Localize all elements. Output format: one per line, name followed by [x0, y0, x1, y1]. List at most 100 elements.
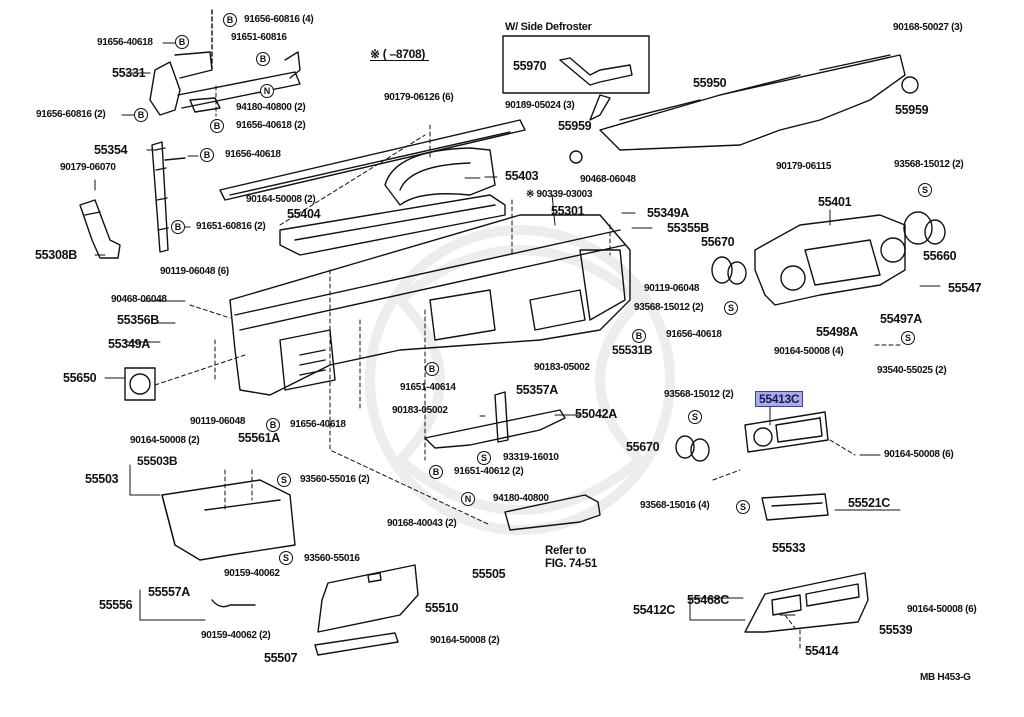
part-label-90168-50027-3[interactable]: 90168-50027 (3) — [893, 22, 963, 33]
part-label-55503B[interactable]: 55503B — [137, 454, 178, 468]
part-label-90468-06048[interactable]: 90468-06048 — [580, 174, 636, 185]
part-55301-dashboard — [229, 214, 631, 396]
part-label-55505[interactable]: 55505 — [472, 567, 506, 581]
symbol-b: B — [134, 108, 148, 122]
part-label-90339-03003[interactable]: ※ 90339-03003 — [526, 189, 593, 200]
armrest-part — [504, 494, 601, 531]
part-label-90164-50008-2[interactable]: 90164-50008 (2) — [246, 194, 316, 205]
part-label-55650[interactable]: 55650 — [63, 371, 97, 385]
part-label-91656-60816-4[interactable]: 91656-60816 (4) — [244, 14, 314, 25]
part-label-55349A-b[interactable]: 55349A — [108, 337, 150, 351]
part-label-93540-55025-2[interactable]: 93540-55025 (2) — [877, 365, 947, 376]
part-label-55959[interactable]: 55959 — [558, 119, 592, 133]
part-label-91651-40612-2[interactable]: 91651-40612 (2) — [454, 466, 524, 477]
symbol-s: S — [279, 551, 293, 565]
part-label-93560-55016[interactable]: 93560-55016 — [304, 553, 360, 564]
part-label-55412C[interactable]: 55412C — [633, 603, 675, 617]
part-55308B-bracket — [79, 199, 121, 259]
part-label-55354[interactable]: 55354 — [94, 143, 128, 157]
part-label-55301[interactable]: 55301 — [551, 204, 585, 218]
part-label-55521C[interactable]: 55521C — [848, 496, 890, 510]
part-label-90179-06115[interactable]: 90179-06115 — [776, 161, 832, 172]
part-label-55331[interactable]: 55331 — [112, 66, 146, 80]
part-label-55356B[interactable]: 55356B — [117, 313, 159, 327]
part-label-93568-15012-2-a[interactable]: 93568-15012 (2) — [634, 302, 704, 313]
part-label-93568-15012-2[interactable]: 93568-15012 (2) — [894, 159, 964, 170]
part-label-90164-50008-6[interactable]: 90164-50008 (6) — [884, 449, 954, 460]
part-label-94180-40800[interactable]: 94180-40800 — [493, 493, 549, 504]
part-label-55510[interactable]: 55510 — [425, 601, 459, 615]
part-label-90189-05024-3[interactable]: 90189-05024 (3) — [505, 100, 575, 111]
part-label-94180-40800-2[interactable]: 94180-40800 (2) — [236, 102, 306, 113]
dashed-leaders — [154, 85, 901, 649]
part-label-90468-06048-b[interactable]: 90468-06048 — [111, 294, 167, 305]
part-label-90179-06126-6[interactable]: 90179-06126 (6) — [384, 92, 454, 103]
part-label-55531B[interactable]: 55531B — [612, 343, 653, 357]
part-label-55357A[interactable]: 55357A — [516, 383, 558, 397]
part-label-91656-40618-d[interactable]: 91656-40618 — [290, 419, 346, 430]
part-label-93568-15016-4[interactable]: 93568-15016 (4) — [640, 500, 710, 511]
part-label-55950[interactable]: 55950 — [693, 76, 727, 90]
part-label-55497A[interactable]: 55497A — [880, 312, 922, 326]
part-label-55042A[interactable]: 55042A — [575, 407, 617, 421]
part-label-91651-40614[interactable]: 91651-40614 — [400, 382, 456, 393]
part-label-90119-06048-b[interactable]: 90119-06048 — [190, 416, 246, 427]
symbol-n: N — [260, 84, 274, 98]
part-label-55539[interactable]: 55539 — [879, 623, 913, 637]
part-label-91656-40618-2[interactable]: 91656-40618 (2) — [236, 120, 306, 131]
part-label-91656-60816-2[interactable]: 91656-60816 (2) — [36, 109, 106, 120]
part-label-93568-15012-2-c[interactable]: 93568-15012 (2) — [664, 389, 734, 400]
part-label-55556[interactable]: 55556 — [99, 598, 133, 612]
part-label-55468C[interactable]: 55468C — [687, 593, 729, 607]
symbol-s: S — [477, 451, 491, 465]
symbol-s: S — [901, 331, 915, 345]
part-55404-pad — [279, 194, 506, 256]
part-label-91656-40618-b[interactable]: 91656-40618 — [225, 149, 281, 160]
part-label-55404[interactable]: 55404 — [287, 207, 321, 221]
part-label-90164-50008-2-b[interactable]: 90164-50008 (2) — [130, 435, 200, 446]
part-label-55533[interactable]: 55533 — [772, 541, 806, 555]
part-label-55547[interactable]: 55547 — [948, 281, 982, 295]
part-label-91656-40618[interactable]: 91656-40618 — [97, 37, 153, 48]
part-label-55670[interactable]: 55670 — [701, 235, 735, 249]
part-label-55355B[interactable]: 55355B — [667, 221, 709, 235]
part-label-91651-60816-2[interactable]: 91651-60816 (2) — [196, 221, 266, 232]
part-label-90119-06048[interactable]: 90119-06048 — [644, 283, 700, 294]
part-label-55403[interactable]: 55403 — [505, 169, 539, 183]
symbol-b: B — [171, 220, 185, 234]
part-label-91651-60816[interactable]: 91651-60816 — [231, 32, 287, 43]
part-label-90183-05002-b[interactable]: 90183-05002 — [392, 405, 448, 416]
part-label-55413C-highlighted[interactable]: 55413C — [755, 391, 804, 407]
part-55510-door — [317, 564, 419, 633]
refer-note-line-2[interactable]: FIG. 74-51 — [545, 558, 597, 570]
part-label-55959-b[interactable]: 55959 — [895, 103, 929, 117]
part-label-55349A[interactable]: 55349A — [647, 206, 689, 220]
part-55403-hood — [384, 147, 496, 206]
part-label-90159-40062[interactable]: 90159-40062 — [224, 568, 280, 579]
part-label-55507[interactable]: 55507 — [264, 651, 298, 665]
part-label-55308B[interactable]: 55308B — [35, 248, 77, 262]
part-label-90164-50008-4[interactable]: 90164-50008 (4) — [774, 346, 844, 357]
part-label-55970[interactable]: 55970 — [513, 59, 547, 73]
part-label-55660[interactable]: 55660 — [923, 249, 957, 263]
part-label-55561A[interactable]: 55561A — [238, 431, 280, 445]
part-label-90164-50008-2-c[interactable]: 90164-50008 (2) — [430, 635, 500, 646]
part-label-55670-b[interactable]: 55670 — [626, 440, 660, 454]
part-label-93560-55016-2[interactable]: 93560-55016 (2) — [300, 474, 370, 485]
part-label-90179-06070[interactable]: 90179-06070 — [60, 162, 116, 173]
part-label-90159-40062-2[interactable]: 90159-40062 (2) — [201, 630, 271, 641]
inset-box — [502, 35, 650, 121]
part-label-91656-40618-c[interactable]: 91656-40618 — [666, 329, 722, 340]
part-label-90168-40043-2[interactable]: 90168-40043 (2) — [387, 518, 457, 529]
part-label-55414[interactable]: 55414 — [805, 644, 839, 658]
part-label-90164-50008-6-b[interactable]: 90164-50008 (6) — [907, 604, 977, 615]
part-label-90119-06048-6[interactable]: 90119-06048 (6) — [160, 266, 229, 277]
part-label-55557A[interactable]: 55557A — [148, 585, 190, 599]
part-label-55401[interactable]: 55401 — [818, 195, 852, 209]
part-label-55503[interactable]: 55503 — [85, 472, 119, 486]
part-55660-vent — [903, 211, 946, 245]
part-label-93319-16010[interactable]: 93319-16010 — [503, 452, 559, 463]
part-label-55498A[interactable]: 55498A — [816, 325, 858, 339]
part-label-90183-05002[interactable]: 90183-05002 — [534, 362, 590, 373]
